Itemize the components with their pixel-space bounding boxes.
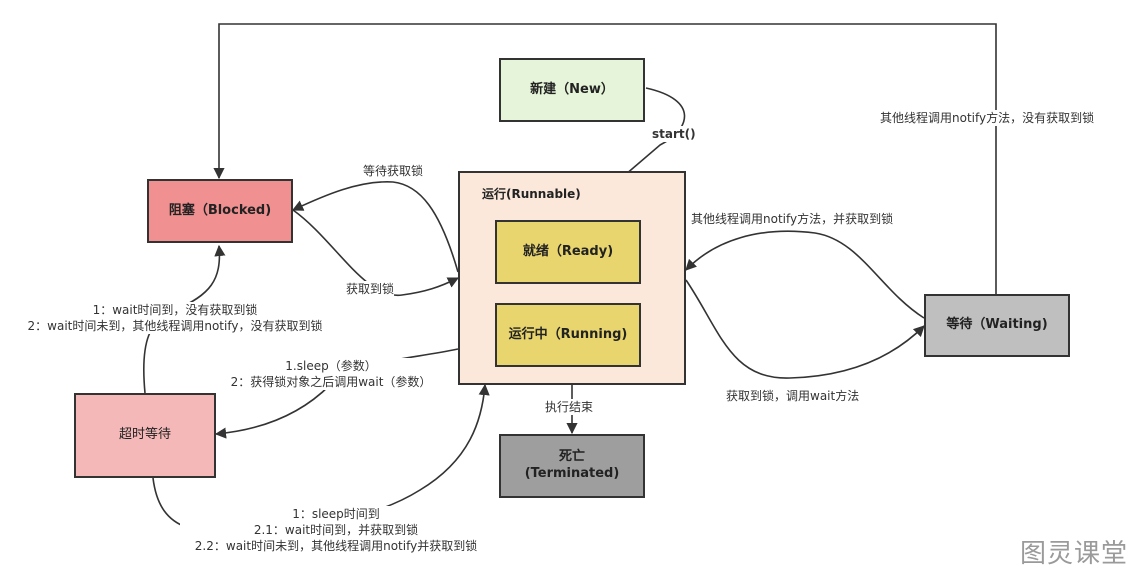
label-timed-back-1: 1：sleep时间到 [292, 507, 380, 521]
label-start: start() [650, 126, 698, 143]
label-timed-back-2: 2.1：wait时间到，并获取到锁 [253, 523, 419, 538]
node-blocked: 阻塞（Blocked) [147, 179, 293, 243]
edge-waiting-to-runnable [685, 230, 925, 319]
watermark: 图灵课堂 [1019, 539, 1128, 569]
label-wait-lock: 等待获取锁 [363, 163, 424, 180]
edge-new-to-ready [574, 87, 686, 219]
node-timed-waiting: 超时等待 [74, 393, 216, 478]
edge-runnable-to-waiting [685, 279, 925, 379]
node-terminated-label-1: 死亡 [558, 449, 585, 465]
label-timed-back-3: 2.2：wait时间未到，其他线程调用notify并获取到锁 [194, 539, 478, 554]
node-new-label: 新建（New） [530, 81, 614, 97]
node-terminated: 死亡 (Terminated) [499, 434, 645, 498]
node-new: 新建（New） [499, 58, 645, 122]
label-notify-no-lock: 其他线程调用notify方法，没有获取到锁 [880, 110, 1095, 127]
label-timed-back: 1：sleep时间到 2.1：wait时间到，并获取到锁 2.2：wait时间未… [180, 506, 492, 555]
node-waiting-label: 等待（Waiting) [946, 317, 1048, 333]
label-to-timed: 1.sleep（参数） 2：获得锁对象之后调用wait（参数） [222, 358, 440, 391]
edge-runnable-to-blocked [291, 181, 459, 273]
label-timed-to-blocked: 1：wait时间到，没有获取到锁 2：wait时间未到，其他线程调用notify… [20, 302, 330, 335]
label-timed-to-blocked-1: 1：wait时间到，没有获取到锁 [92, 303, 258, 317]
label-timed-to-blocked-2: 2：wait时间未到，其他线程调用notify，没有获取到锁 [27, 319, 323, 334]
node-terminated-label-2: (Terminated) [524, 466, 620, 481]
label-notify-got-lock: 其他线程调用notify方法，并获取到锁 [691, 211, 894, 228]
node-ready-label: 就绪（Ready) [522, 243, 614, 259]
node-waiting: 等待（Waiting) [924, 294, 1070, 357]
node-running: 运行中（Running) [495, 303, 641, 367]
node-ready: 就绪（Ready) [495, 220, 641, 284]
edge-waiting-to-blocked [213, 23, 997, 294]
node-timed-waiting-label: 超时等待 [118, 427, 171, 443]
node-running-label: 运行中（Running) [508, 326, 628, 342]
node-runnable-label: 运行(Runnable) [482, 187, 581, 201]
label-got-lock: 获取到锁 [346, 281, 395, 298]
label-to-timed-1: 1.sleep（参数） [285, 359, 377, 373]
label-got-lock-wait: 获取到锁，调用wait方法 [726, 388, 860, 405]
node-blocked-label: 阻塞（Blocked) [168, 202, 272, 218]
label-exec-end: 执行结束 [545, 399, 594, 416]
label-to-timed-2: 2：获得锁对象之后调用wait（参数） [230, 375, 432, 390]
